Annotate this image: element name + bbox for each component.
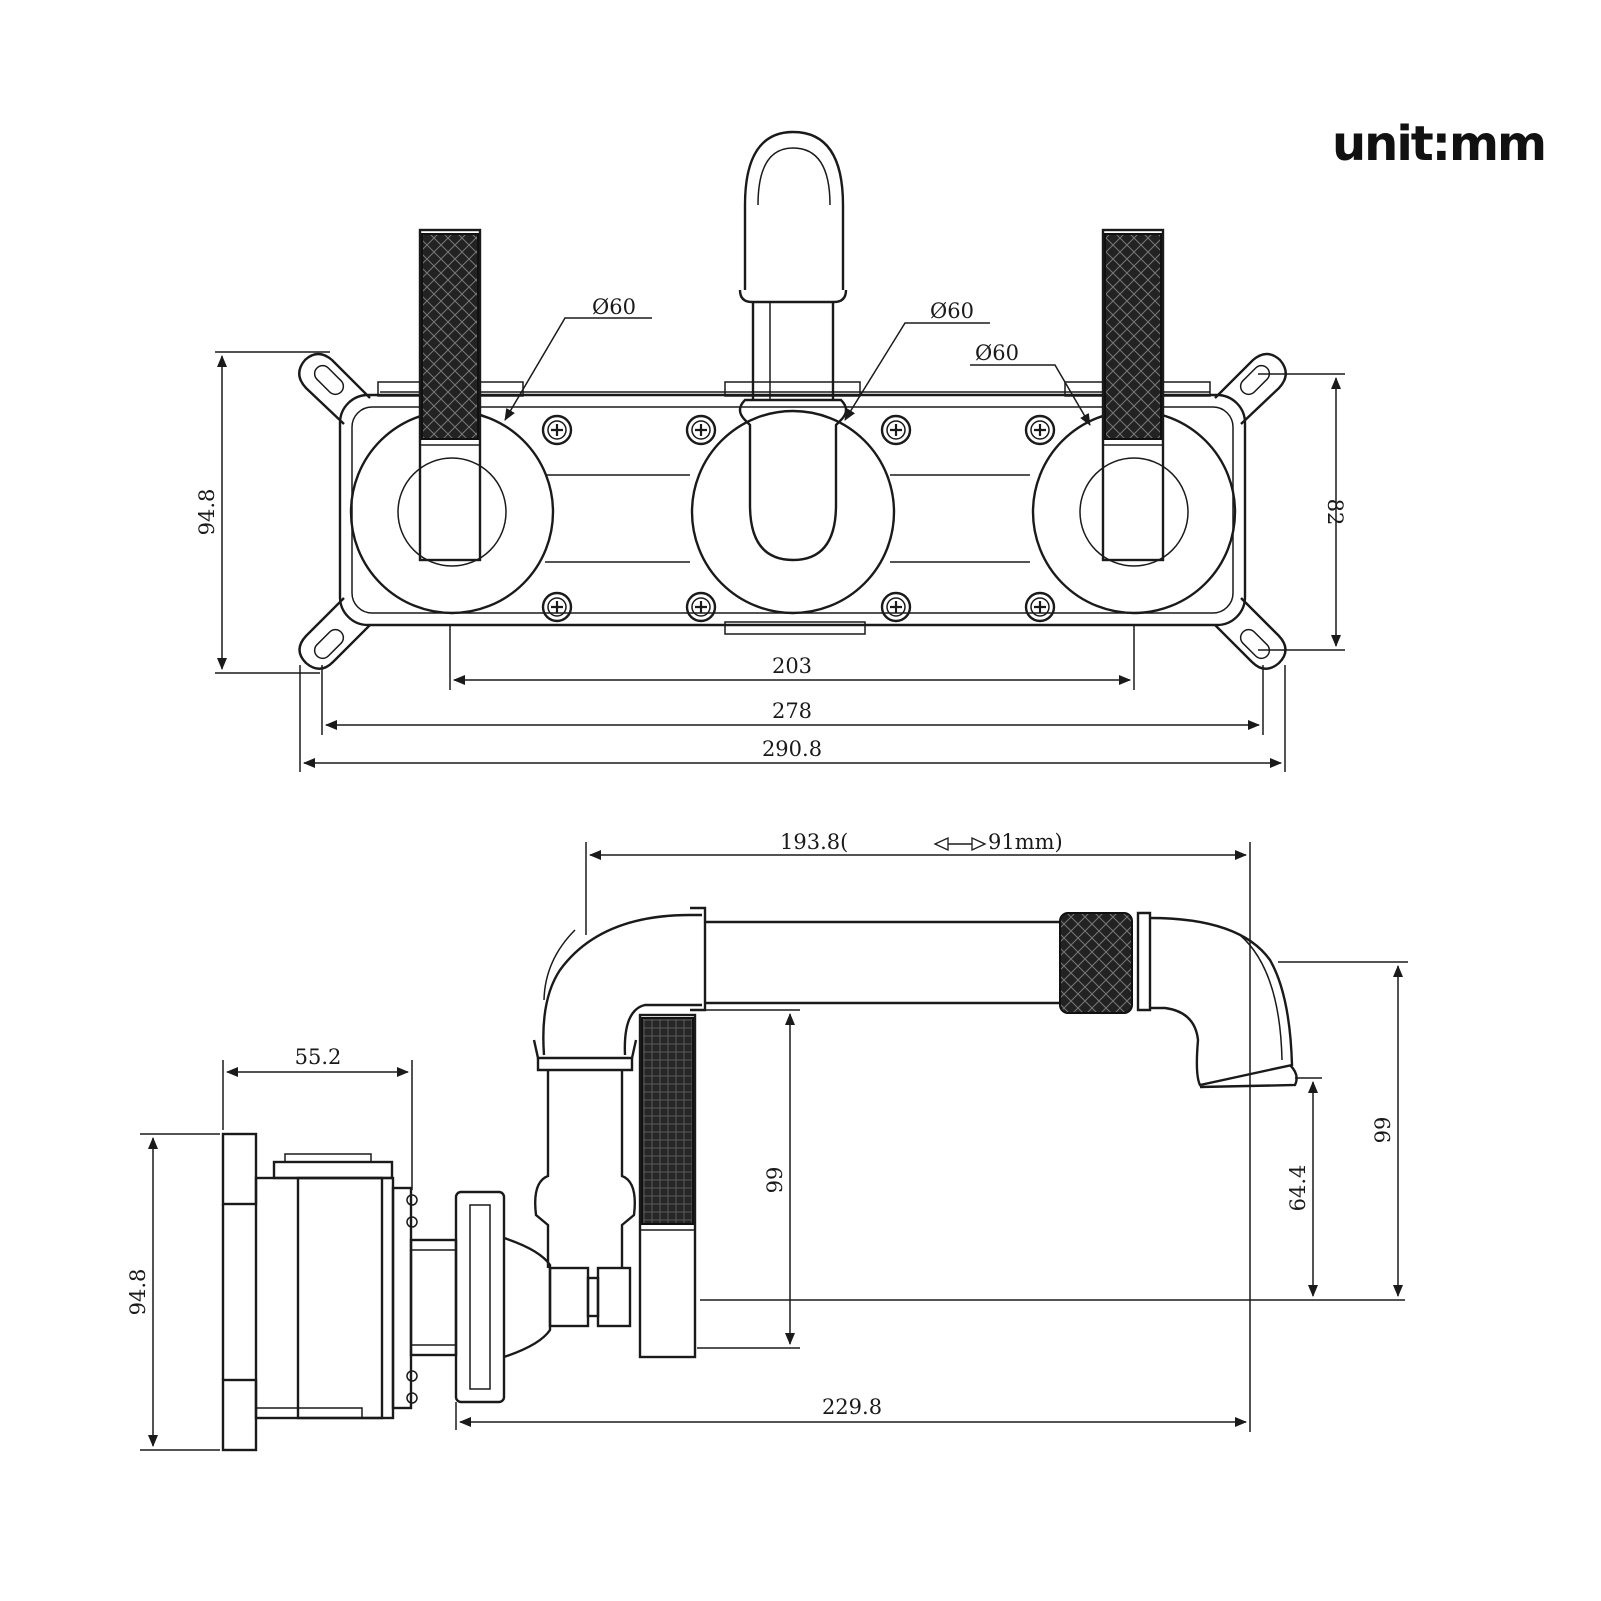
mounting-ear-bottom-right: [1214, 597, 1287, 670]
screw-icon: [880, 591, 912, 623]
dim-height-right-value: 82: [1323, 499, 1347, 526]
dim-height-left: 94.8: [195, 351, 330, 674]
dim-width-spacing: 203: [449, 625, 1135, 690]
mounting-ear-bottom-left: [298, 597, 371, 670]
dim-spout-height-inner-value: 99: [763, 1167, 787, 1194]
dim-adjust-range-value: 91mm): [988, 830, 1063, 854]
handle-left: [418, 228, 482, 562]
screw-set: [541, 414, 1056, 623]
dim-total-length-value: 229.8: [822, 1395, 882, 1419]
dim-width-mid-value: 278: [772, 699, 812, 723]
dim-top-length: 193.8( 91mm): [585, 830, 1251, 935]
diameter-label-center: Ø60: [930, 299, 974, 323]
screw-icon: [541, 414, 573, 446]
escutcheon-flange: [454, 1190, 632, 1404]
dim-width-spacing-value: 203: [772, 654, 812, 678]
valve-body: [221, 1132, 458, 1452]
diameter-leader-right: Ø60: [970, 341, 1091, 426]
handle-right: [1101, 228, 1165, 562]
side-view: 193.8( 91mm) 55.2 94.8 9: [126, 830, 1408, 1452]
dim-spout-height-inner: 99: [697, 1009, 800, 1349]
dim-body-height: 94.8: [126, 1133, 220, 1451]
diameter-label-left: Ø60: [592, 295, 636, 319]
dim-body-depth: 55.2: [222, 1045, 413, 1190]
unit-label: unit:mm: [1332, 116, 1545, 172]
dim-height-left-value: 94.8: [195, 489, 219, 536]
escutcheon-right-inner: [1079, 457, 1189, 567]
mounting-ear-top-right: [1214, 352, 1287, 425]
dim-body-depth-value: 55.2: [295, 1045, 342, 1069]
screw-icon: [685, 591, 717, 623]
screw-icon: [1024, 414, 1056, 446]
dim-top-length-value: 193.8(: [780, 830, 848, 854]
mounting-plate-inner: [351, 406, 1234, 614]
diameter-label-right: Ø60: [975, 341, 1019, 365]
screw-icon: [685, 414, 717, 446]
dim-outlet-height: 64.4: [1286, 1077, 1322, 1297]
dim-width-total: 290.8: [299, 665, 1286, 772]
plate-bottom-tab: [724, 621, 866, 635]
dim-total-length: 229.8: [455, 935, 1251, 1432]
diameter-leader-left: Ø60: [504, 295, 652, 421]
dim-height-right: 82: [1258, 373, 1347, 651]
riser-pipe: [532, 906, 707, 1268]
escutcheon-center: [690, 409, 896, 615]
spout-front: [738, 130, 848, 562]
screw-icon: [880, 414, 912, 446]
mounting-ear-top-left: [298, 352, 371, 425]
dim-width-mid: 278: [321, 665, 1264, 735]
screw-icon: [541, 591, 573, 623]
diameter-leader-center: Ø60: [844, 299, 990, 421]
spout-arm: [705, 911, 1298, 1089]
escutcheon-left-inner: [397, 457, 507, 567]
dim-outlet-height-value: 64.4: [1286, 1165, 1310, 1212]
mounting-plate: [338, 393, 1247, 627]
dim-width-total-value: 290.8: [762, 737, 822, 761]
handle-side: [638, 1013, 697, 1359]
dim-spout-height-outer: 99: [1278, 961, 1408, 1297]
plate-top-tab-mid: [724, 381, 861, 397]
dim-spout-height-outer-value: 99: [1371, 1117, 1395, 1144]
front-view: Ø60 Ø60 Ø60 94.8 82 203: [195, 130, 1347, 772]
escutcheon-left: [349, 409, 555, 615]
adjust-range-arrow-icon: [933, 836, 987, 852]
dim-body-height-value: 94.8: [126, 1269, 150, 1316]
escutcheon-right: [1031, 409, 1237, 615]
screw-icon: [1024, 591, 1056, 623]
